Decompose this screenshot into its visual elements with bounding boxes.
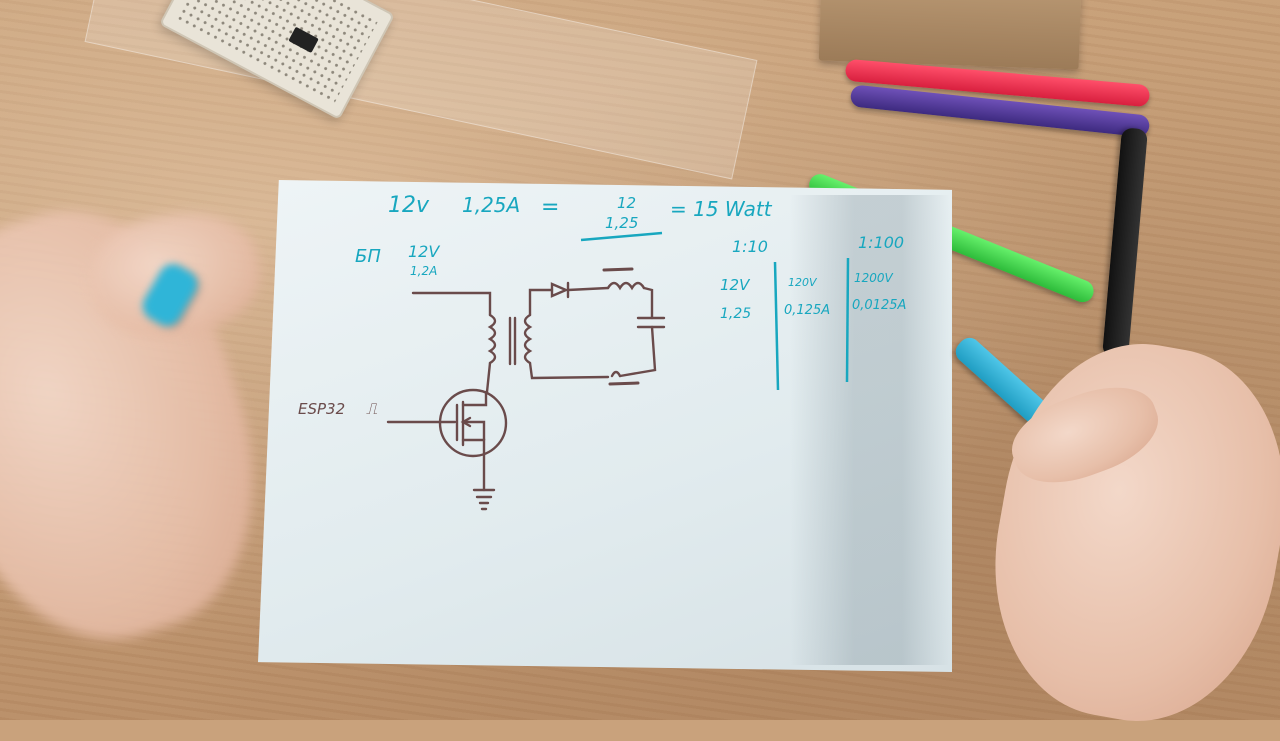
formula-result: = 15 Watt — [670, 197, 773, 221]
pulse-symbol: ⎍ — [366, 399, 378, 418]
output-coil — [606, 281, 646, 291]
fraction-underline — [580, 231, 663, 242]
psu-current: 1,2A — [410, 264, 437, 278]
shadow — [790, 195, 950, 665]
circuit — [386, 267, 666, 511]
table-row2-base: 1,25 — [720, 306, 751, 322]
paper-sheet — [258, 180, 952, 672]
table-divider — [773, 261, 780, 391]
table-row2-right: 0,0125A — [852, 298, 906, 313]
table-row2-mid: 0,125A — [784, 303, 830, 318]
table-row1-right: 1200V — [854, 271, 894, 285]
formula-current: 1,25A — [462, 193, 520, 217]
table-header-right: 1:100 — [858, 233, 904, 252]
secondary-coil — [523, 313, 533, 365]
table-row1-base: 12V — [720, 276, 751, 294]
table-divider — [845, 257, 850, 383]
table-header-mid: 1:10 — [732, 237, 768, 256]
table-row1-mid: 120V — [788, 276, 818, 289]
formula-denominator: 1,25 — [605, 214, 638, 232]
handwritten-schematic: 12v 1,25A = 12 1,25 = 15 Watt БП 12V 1,2… — [298, 193, 906, 511]
psu-label: БП — [355, 246, 381, 267]
psu-voltage: 12V — [408, 242, 440, 261]
diode — [550, 282, 570, 298]
primary-coil — [487, 313, 497, 365]
esp32-label: ESP32 — [298, 400, 345, 418]
formula-voltage: 12v — [388, 193, 430, 218]
formula-numerator: 12 — [617, 194, 636, 212]
formula-equals: = — [541, 195, 559, 220]
